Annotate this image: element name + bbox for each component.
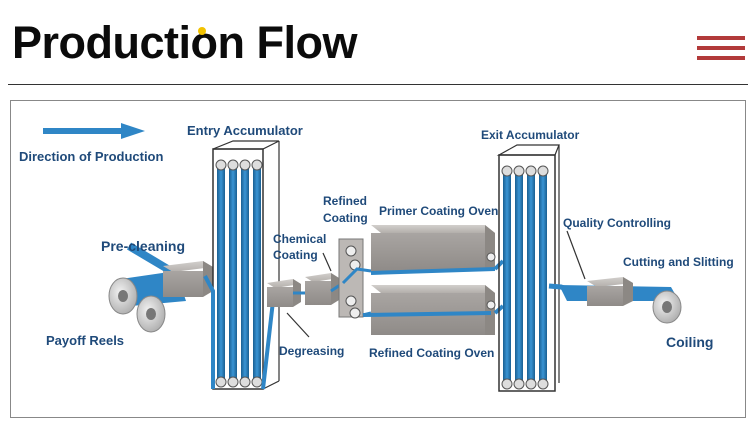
label-cutting-and-slitting: Cutting and Slitting (623, 255, 734, 269)
coiling-reel-illustration (652, 290, 682, 324)
label-primer-coating-oven: Primer Coating Oven (379, 204, 498, 218)
label-coiling: Coiling (666, 334, 713, 350)
label-entry-accumulator: Entry Accumulator (187, 123, 303, 138)
degreasing-unit (267, 279, 301, 307)
hamburger-menu-icon[interactable] (697, 36, 745, 62)
label-refined-coating-line1: Refined (323, 194, 367, 208)
refined-coating-rollers (338, 238, 372, 319)
page-title: Production Flow (12, 17, 357, 68)
label-chemical-coating-line1: Chemical (273, 232, 326, 246)
primer-coating-oven (370, 225, 496, 275)
label-exit-accumulator: Exit Accumulator (481, 128, 580, 142)
label-refined-coating-oven: Refined Coating Oven (369, 346, 494, 360)
header-divider (8, 84, 748, 85)
page-header: Production Flow (0, 0, 756, 84)
label-chemical-coating-line2: Coating (273, 248, 318, 262)
production-flow-diagram: Direction of Production Entry Accumulato… (10, 100, 746, 418)
label-quality-controlling: Quality Controlling (563, 216, 671, 230)
title-accent-dot (198, 27, 206, 35)
refined-coating-oven (362, 285, 496, 335)
label-degreasing: Degreasing (279, 344, 344, 358)
exit-accumulator-tower (496, 144, 574, 392)
label-direction-of-production: Direction of Production (19, 149, 164, 164)
entry-accumulator-tower (203, 140, 281, 390)
label-refined-coating-line2: Coating (323, 211, 368, 225)
direction-arrow-icon (43, 123, 145, 139)
label-payoff-reels: Payoff Reels (46, 333, 124, 348)
label-pre-cleaning: Pre-cleaning (101, 238, 185, 254)
production-line-illustration: Direction of Production Entry Accumulato… (19, 123, 734, 392)
cutting-and-slitting-unit (559, 230, 679, 306)
